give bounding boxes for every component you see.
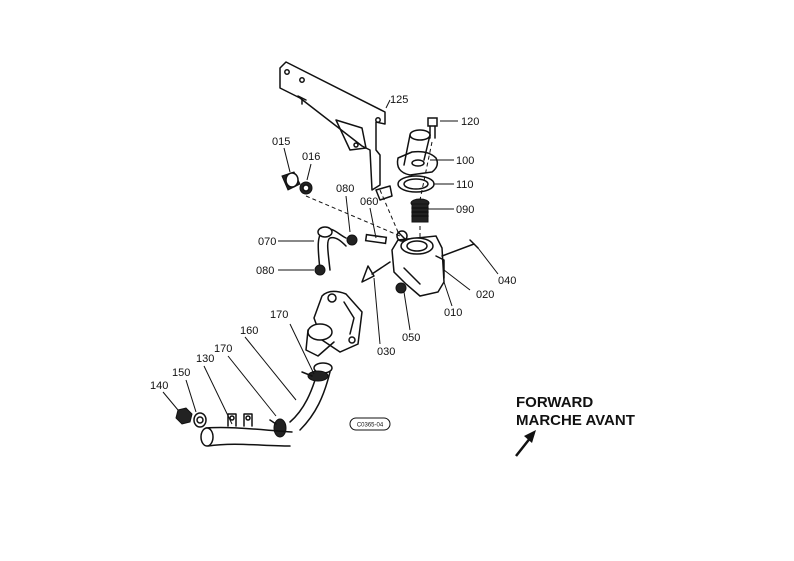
callout-170-upper: 170 <box>270 309 288 321</box>
stud-060 <box>364 233 388 245</box>
nut-140 <box>175 407 193 425</box>
outlet-cover-100 <box>396 129 439 176</box>
clamp-170-lower <box>269 418 287 438</box>
callout-110: 110 <box>456 179 474 191</box>
bolt-030 <box>361 261 391 283</box>
callout-125: 125 <box>390 94 408 106</box>
callout-100: 100 <box>456 155 474 167</box>
callout-140: 140 <box>150 380 168 392</box>
forward-label-fr: MARCHE AVANT <box>516 412 635 429</box>
bracket-125 <box>279 61 393 201</box>
forward-label: FORWARD <box>516 394 593 411</box>
pin-040 <box>441 239 479 257</box>
callout-120: 120 <box>461 116 479 128</box>
callout-070: 070 <box>258 236 276 248</box>
center-lines <box>305 141 433 240</box>
callout-060: 060 <box>360 196 378 208</box>
callout-040: 040 <box>498 275 516 287</box>
seal-016 <box>299 181 313 195</box>
forward-arrow-icon <box>515 430 536 457</box>
drawing-code-stamp: C0365-04 <box>349 417 391 431</box>
clamp-080-upper <box>346 234 358 246</box>
leader-lines <box>162 99 499 425</box>
clamp-080-lower <box>314 264 326 276</box>
washer-150 <box>193 412 207 428</box>
callout-030: 030 <box>377 346 395 358</box>
housing-010 <box>391 230 445 297</box>
callout-010: 010 <box>444 307 462 319</box>
callout-080-lower: 080 <box>256 265 274 277</box>
callout-160: 160 <box>240 325 258 337</box>
pipe-130 <box>200 413 293 447</box>
callout-015: 015 <box>272 136 290 148</box>
callout-050: 050 <box>402 332 420 344</box>
clamp-170-upper <box>301 370 329 382</box>
callout-080-upper: 080 <box>336 183 354 195</box>
gasket-110 <box>397 175 435 193</box>
callout-150: 150 <box>172 367 190 379</box>
nut-050 <box>395 282 407 294</box>
callout-016: 016 <box>302 151 320 163</box>
water-pump <box>305 290 363 357</box>
callout-090: 090 <box>456 204 474 216</box>
callout-170-lower: 170 <box>214 343 232 355</box>
drawing-code: C0365-04 <box>357 423 384 429</box>
callout-020: 020 <box>476 289 494 301</box>
callout-130: 130 <box>196 353 214 365</box>
plug-015 <box>281 171 301 191</box>
hose-070 <box>317 226 347 271</box>
thermostat-090 <box>410 198 430 223</box>
